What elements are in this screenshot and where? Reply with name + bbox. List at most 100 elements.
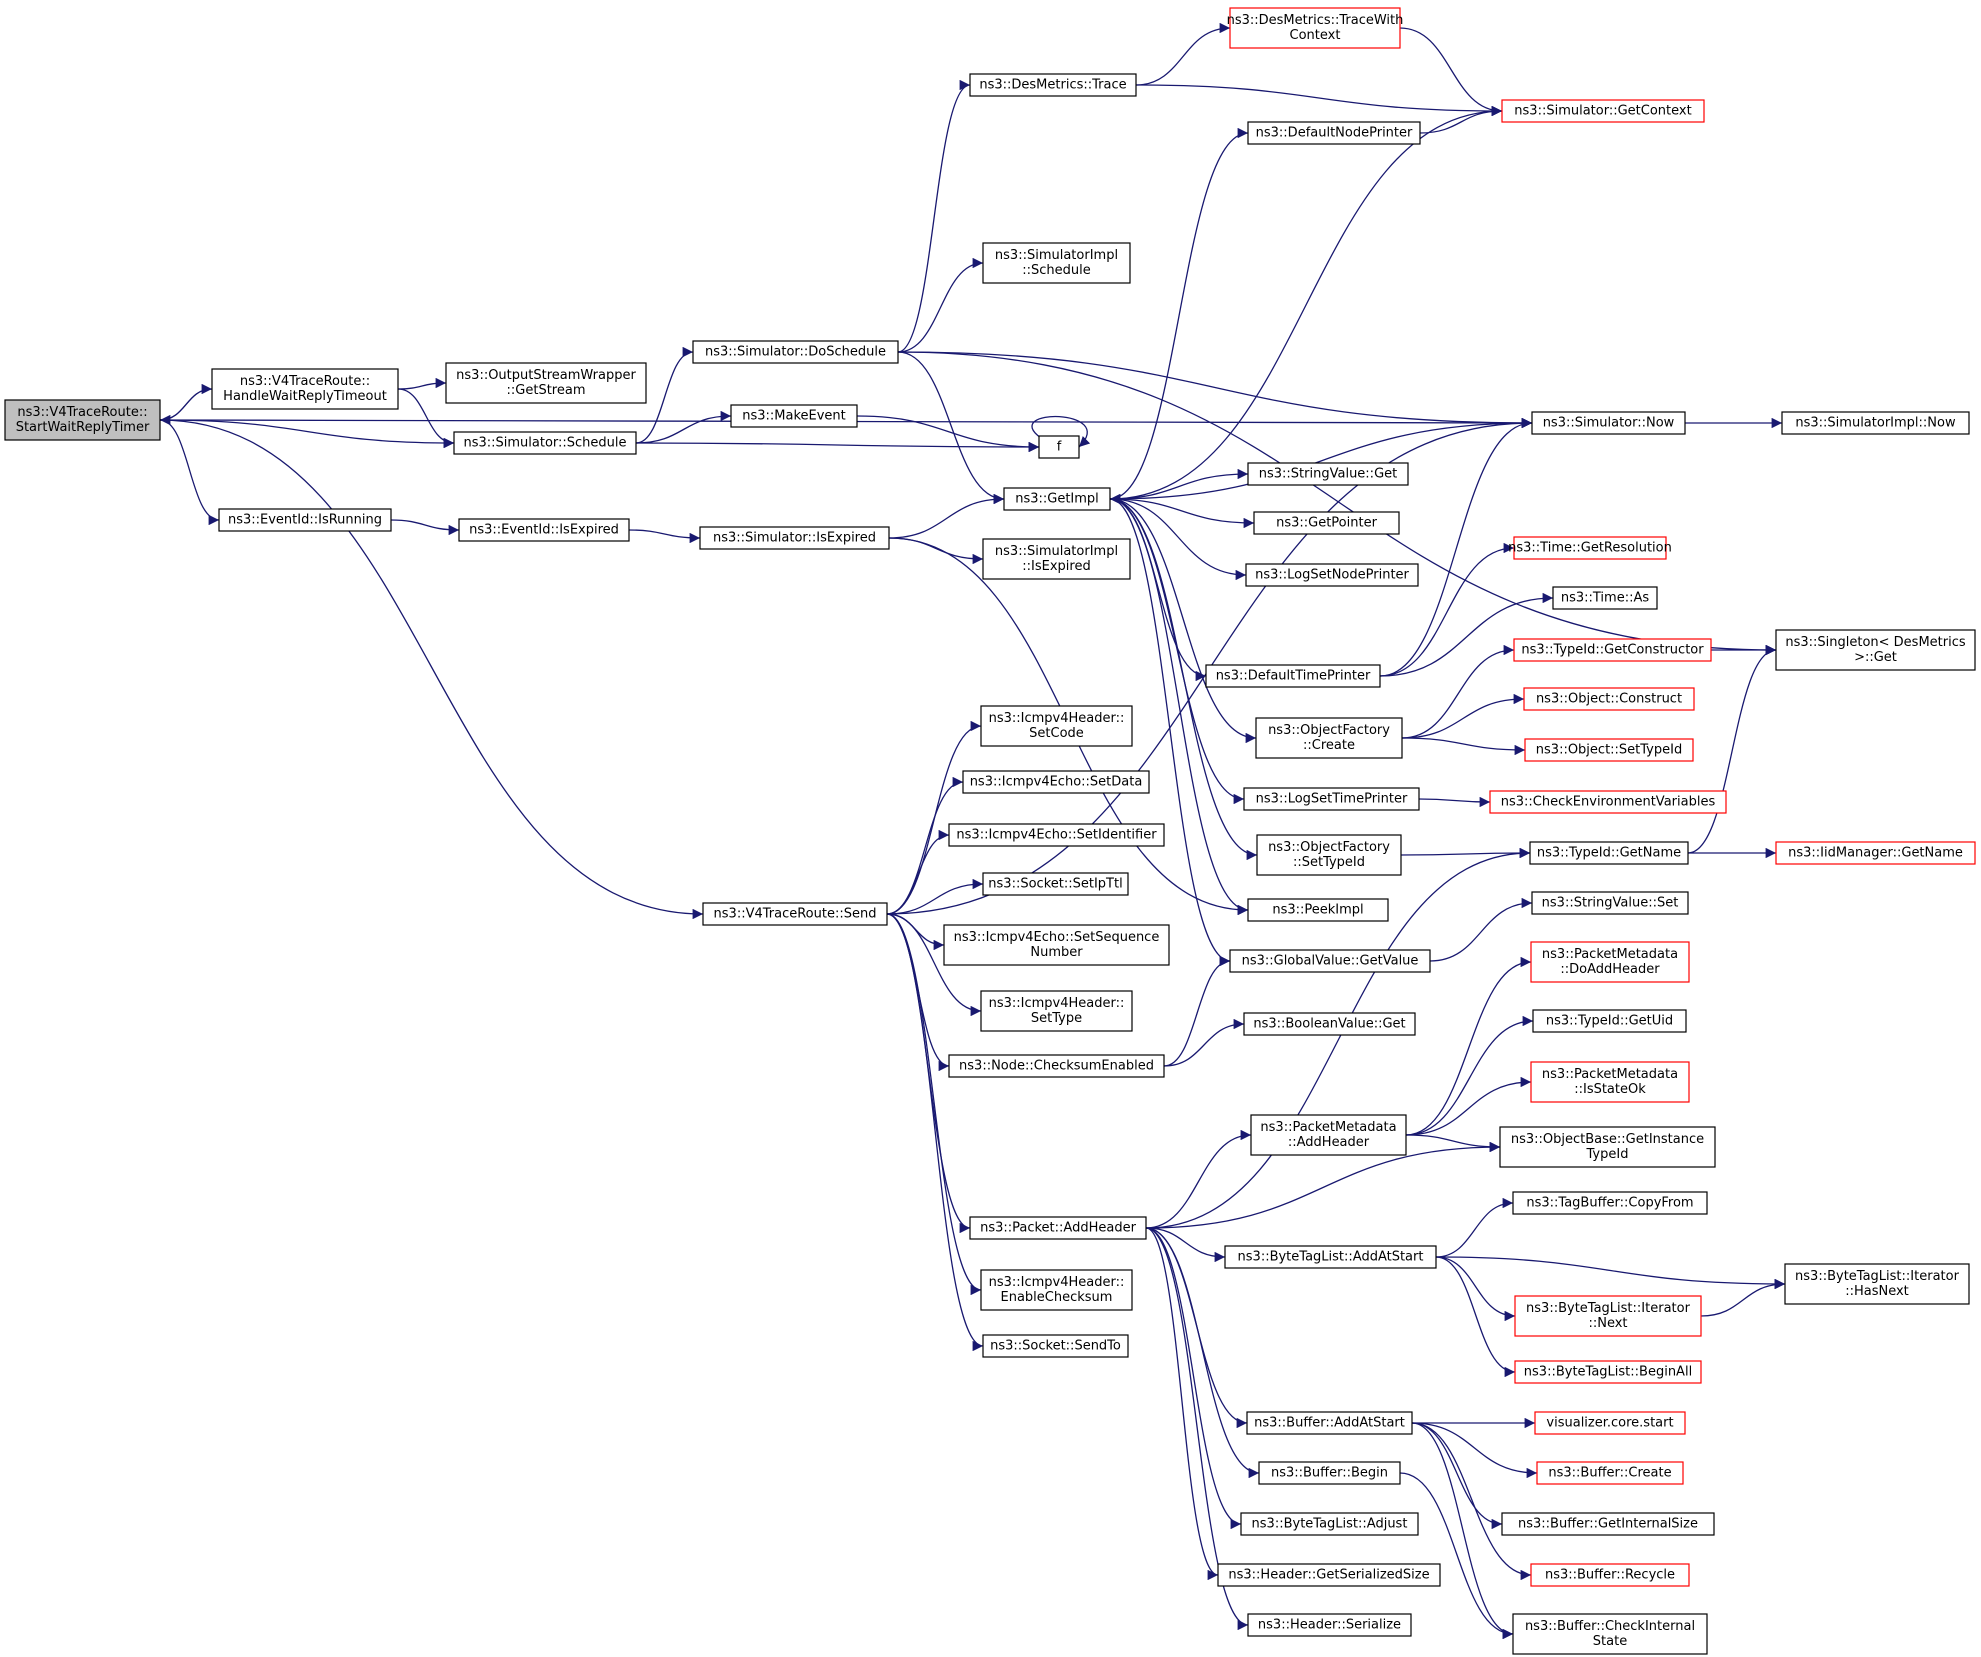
graph-node-getcontext[interactable]: ns3::Simulator::GetContext xyxy=(1501,99,1705,123)
graph-node-defnodeprinter[interactable]: ns3::DefaultNodePrinter xyxy=(1247,121,1421,145)
graph-node-gvgetvalue[interactable]: ns3::GlobalValue::GetValue xyxy=(1229,949,1431,973)
graph-node-checksumenabled[interactable]: ns3::Node::ChecksumEnabled xyxy=(948,1054,1165,1078)
edge-checksumenabled-to-gvgetvalue xyxy=(1163,955,1231,1067)
graph-node-beginall[interactable]: ns3::ByteTagList::BeginAll xyxy=(1514,1360,1702,1384)
graph-node-hdrsize[interactable]: ns3::Header::GetSerializedSize xyxy=(1217,1563,1441,1587)
graph-node-getpointer[interactable]: ns3::GetPointer xyxy=(1253,511,1400,535)
graph-node-simimplexpired[interactable]: ns3::SimulatorImpl::IsExpired xyxy=(982,538,1131,580)
edge-btladdstart-to-tagcopy xyxy=(1435,1197,1514,1258)
graph-node-isrunning[interactable]: ns3::EventId::IsRunning xyxy=(218,508,392,532)
edge-pktaddheader-to-btladdstart xyxy=(1145,1227,1226,1263)
graph-node-logsetnode[interactable]: ns3::LogSetNodePrinter xyxy=(1245,563,1419,587)
graph-node-send[interactable]: ns3::V4TraceRoute::Send xyxy=(702,902,888,926)
graph-node-objconstruct[interactable]: ns3::Object::Construct xyxy=(1523,687,1695,711)
edge-f-to-f xyxy=(1031,415,1091,448)
graph-node-now[interactable]: ns3::Simulator::Now xyxy=(1531,411,1686,435)
node-label: ns3::CheckEnvironmentVariables xyxy=(1501,795,1716,810)
graph-node-setipttl[interactable]: ns3::Socket::SetIpTtl xyxy=(982,872,1129,896)
node-box xyxy=(1003,487,1111,511)
graph-node-timeres[interactable]: ns3::Time::GetResolution xyxy=(1508,536,1672,560)
graph-node-vizstart[interactable]: visualizer.core.start xyxy=(1534,1411,1686,1435)
edge-root-to-schedule xyxy=(159,419,455,449)
graph-node-enablechecksum[interactable]: ns3::Icmpv4Header::EnableChecksum xyxy=(980,1269,1133,1311)
graph-node-deftimeprinter[interactable]: ns3::DefaultTimePrinter xyxy=(1205,664,1381,688)
node-label: ns3::Simulator::IsExpired xyxy=(713,531,876,546)
node-box xyxy=(1512,1191,1708,1215)
graph-node-timeas[interactable]: ns3::Time::As xyxy=(1552,586,1658,610)
graph-node-btladdstart[interactable]: ns3::ByteTagList::AddAtStart xyxy=(1224,1245,1437,1269)
graph-node-checkenv[interactable]: ns3::CheckEnvironmentVariables xyxy=(1489,790,1727,814)
edge-deftimeprinter-to-now xyxy=(1379,417,1533,677)
node-box xyxy=(1534,1411,1686,1435)
graph-node-settype[interactable]: ns3::Icmpv4Header::SetType xyxy=(980,990,1133,1032)
graph-node-itnext[interactable]: ns3::ByteTagList::Iterator::Next xyxy=(1514,1295,1702,1337)
edge-desmetrics-to-tracewith xyxy=(1135,22,1231,86)
graph-node-btladjust[interactable]: ns3::ByteTagList::Adjust xyxy=(1240,1512,1419,1536)
graph-node-simexpired[interactable]: ns3::Simulator::IsExpired xyxy=(699,526,890,550)
graph-node-tagcopy[interactable]: ns3::TagBuffer::CopyFrom xyxy=(1512,1191,1708,1215)
graph-node-singleton[interactable]: ns3::Singleton< DesMetrics>::Get xyxy=(1775,629,1976,671)
node-label: HandleWaitReplyTimeout xyxy=(223,389,387,404)
graph-node-root[interactable]: ns3::V4TraceRoute::StartWaitReplyTimer xyxy=(4,399,161,441)
node-box xyxy=(211,368,399,410)
graph-node-handle[interactable]: ns3::V4TraceRoute::HandleWaitReplyTimeou… xyxy=(211,368,399,410)
graph-node-pmaddheader[interactable]: ns3::PacketMetadata::AddHeader xyxy=(1250,1114,1407,1156)
graph-node-bufcreate[interactable]: ns3::Buffer::Create xyxy=(1536,1461,1684,1485)
node-box xyxy=(1247,898,1389,922)
graph-node-strget[interactable]: ns3::StringValue::Get xyxy=(1247,462,1409,486)
graph-node-pmstateok[interactable]: ns3::PacketMetadata::IsStateOk xyxy=(1530,1061,1690,1103)
node-label: ns3::TypeId::GetConstructor xyxy=(1521,643,1704,658)
graph-node-pktaddheader[interactable]: ns3::Packet::AddHeader xyxy=(969,1216,1147,1240)
node-label: ns3::TypeId::GetName xyxy=(1537,846,1681,861)
node-box xyxy=(1247,121,1421,145)
edge-tidgetname-to-singleton xyxy=(1687,644,1777,854)
edge-send-to-sendto xyxy=(886,913,984,1352)
graph-node-setcode[interactable]: ns3::Icmpv4Header::SetCode xyxy=(980,705,1133,747)
node-box xyxy=(1245,563,1419,587)
graph-node-getctor[interactable]: ns3::TypeId::GetConstructor xyxy=(1513,638,1712,662)
graph-node-makeevent[interactable]: ns3::MakeEvent xyxy=(730,404,858,428)
graph-node-hdrserialize[interactable]: ns3::Header::Serialize xyxy=(1247,1613,1412,1637)
graph-node-doschedule[interactable]: ns3::Simulator::DoSchedule xyxy=(692,340,899,364)
edge-handle-to-schedule xyxy=(397,388,455,449)
graph-node-bufrecycle[interactable]: ns3::Buffer::Recycle xyxy=(1530,1563,1690,1587)
graph-node-logsettime[interactable]: ns3::LogSetTimePrinter xyxy=(1243,787,1420,811)
graph-node-simimplsched[interactable]: ns3::SimulatorImpl::Schedule xyxy=(982,242,1131,284)
graph-node-getimpl[interactable]: ns3::GetImpl xyxy=(1003,487,1111,511)
graph-node-bufaddstart[interactable]: ns3::Buffer::AddAtStart xyxy=(1246,1411,1413,1435)
node-box xyxy=(982,538,1131,580)
graph-node-ofsettype[interactable]: ns3::ObjectFactory::SetTypeId xyxy=(1256,834,1402,876)
node-label: ns3::Icmpv4Header:: xyxy=(989,1275,1125,1290)
graph-node-osw[interactable]: ns3::OutputStreamWrapper::GetStream xyxy=(445,362,647,404)
graph-node-iidgetname[interactable]: ns3::IidManager::GetName xyxy=(1775,841,1976,865)
graph-node-getuid[interactable]: ns3::TypeId::GetUid xyxy=(1532,1009,1687,1033)
graph-node-desmetrics[interactable]: ns3::DesMetrics::Trace xyxy=(969,73,1137,97)
graph-node-strset[interactable]: ns3::StringValue::Set xyxy=(1531,891,1689,915)
node-label: ns3::TypeId::GetUid xyxy=(1546,1014,1673,1029)
graph-node-f[interactable]: f xyxy=(1038,435,1080,459)
graph-node-setdata[interactable]: ns3::Icmpv4Echo::SetData xyxy=(962,770,1150,794)
graph-node-objsettype[interactable]: ns3::Object::SetTypeId xyxy=(1524,738,1694,762)
graph-node-peekimpl[interactable]: ns3::PeekImpl xyxy=(1247,898,1389,922)
graph-node-setident[interactable]: ns3::Icmpv4Echo::SetIdentifier xyxy=(948,823,1165,847)
graph-node-sendto[interactable]: ns3::Socket::SendTo xyxy=(982,1334,1129,1358)
graph-node-evexpired[interactable]: ns3::EventId::IsExpired xyxy=(458,518,630,542)
graph-node-bufinternal[interactable]: ns3::Buffer::GetInternalSize xyxy=(1501,1512,1715,1536)
graph-node-hasnext[interactable]: ns3::ByteTagList::Iterator::HasNext xyxy=(1784,1263,1970,1305)
node-box xyxy=(1243,1012,1416,1036)
node-label: ns3::V4TraceRoute:: xyxy=(240,374,370,389)
graph-node-bufbegin[interactable]: ns3::Buffer::Begin xyxy=(1258,1461,1401,1485)
graph-node-pmdoadd[interactable]: ns3::PacketMetadata::DoAddHeader xyxy=(1530,941,1690,983)
graph-node-schedule[interactable]: ns3::Simulator::Schedule xyxy=(453,431,637,455)
edge-getimpl-to-ofcreate xyxy=(1109,498,1257,744)
graph-node-boolget[interactable]: ns3::BooleanValue::Get xyxy=(1243,1012,1416,1036)
edge-ofcreate-to-objsettype xyxy=(1401,737,1526,756)
graph-node-tidgetname[interactable]: ns3::TypeId::GetName xyxy=(1529,841,1689,865)
graph-node-ofcreate[interactable]: ns3::ObjectFactory::Create xyxy=(1255,717,1403,759)
graph-node-simimplnow[interactable]: ns3::SimulatorImpl::Now xyxy=(1781,411,1970,435)
